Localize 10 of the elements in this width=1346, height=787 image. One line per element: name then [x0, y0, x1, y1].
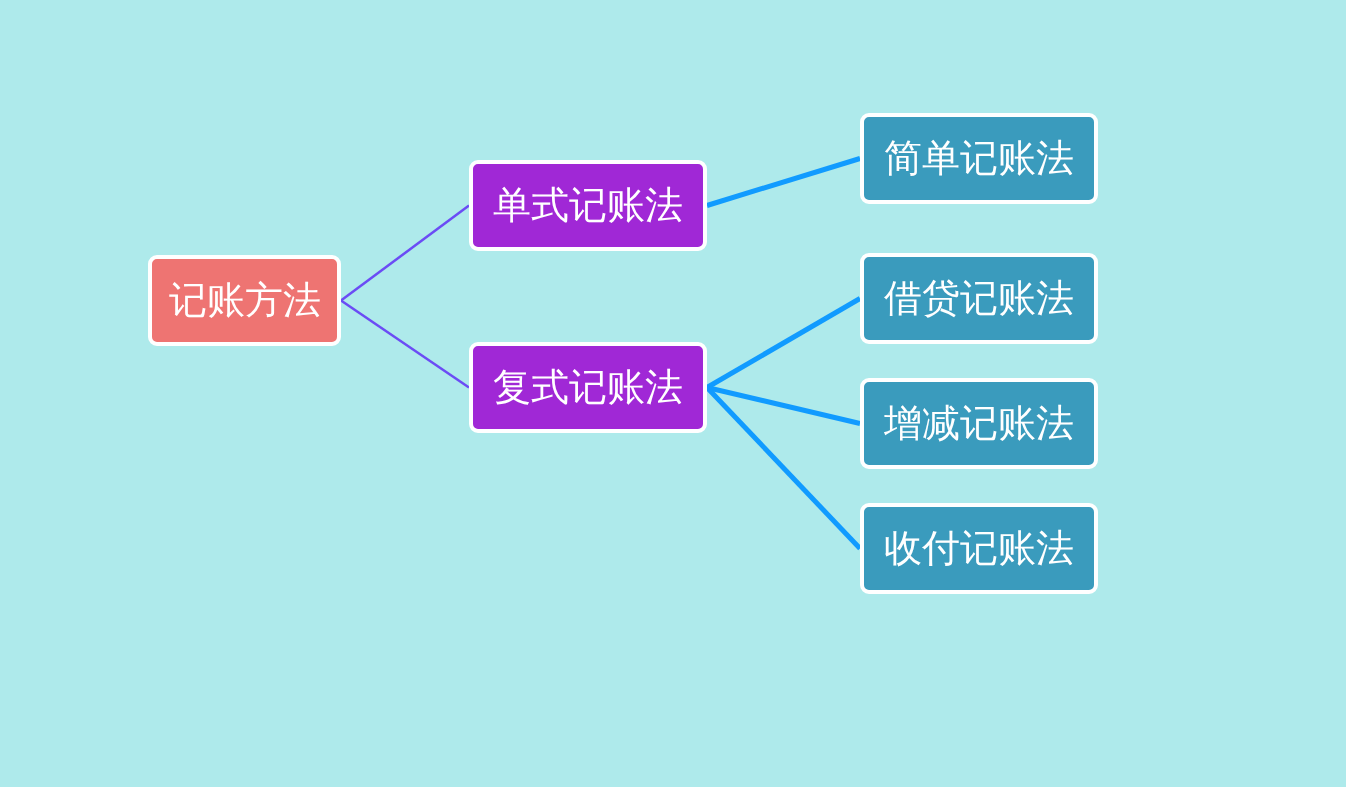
topic-box: 复式记账法	[469, 342, 707, 433]
topic-box: 收付记账法	[860, 503, 1098, 594]
topic-box: 单式记账法	[469, 160, 707, 251]
topic-box: 增减记账法	[860, 378, 1098, 469]
topic-box: 记账方法	[148, 255, 341, 346]
topic-box: 简单记账法	[860, 113, 1098, 204]
connector-line	[340, 299, 470, 389]
connector-line	[706, 156, 861, 208]
connector-line	[340, 204, 470, 302]
topic-box: 借贷记账法	[860, 253, 1098, 344]
